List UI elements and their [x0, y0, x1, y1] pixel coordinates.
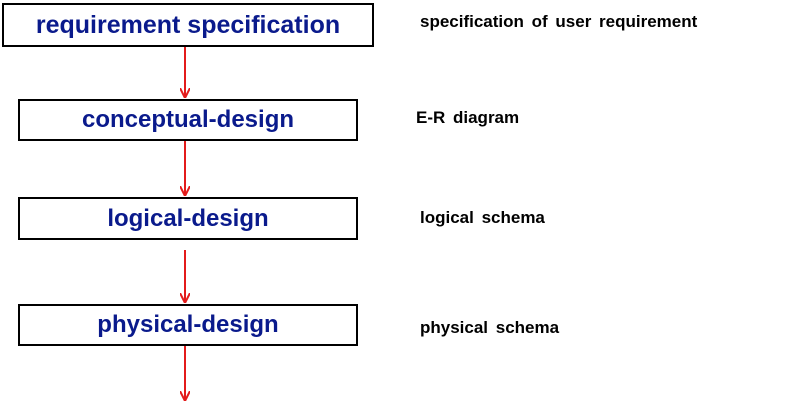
requirement-specification-box: requirement specification	[2, 3, 374, 47]
logical-design-output: logical schema	[420, 208, 545, 227]
logical-design-box: logical-design	[18, 197, 358, 240]
physical-design-box: physical-design	[18, 304, 358, 346]
conceptual-design-output: E-R diagram	[416, 108, 520, 127]
physical-design-output: physical schema	[420, 318, 560, 337]
conceptual-design-label: conceptual-design	[81, 106, 295, 133]
requirement-specification-output: specification of user requirement	[420, 12, 698, 31]
requirement-specification-label: requirement specification	[35, 10, 341, 39]
logical-design-label: logical-design	[107, 204, 269, 232]
conceptual-design-box: conceptual-design	[18, 99, 358, 141]
physical-design-label: physical-design	[97, 311, 279, 338]
